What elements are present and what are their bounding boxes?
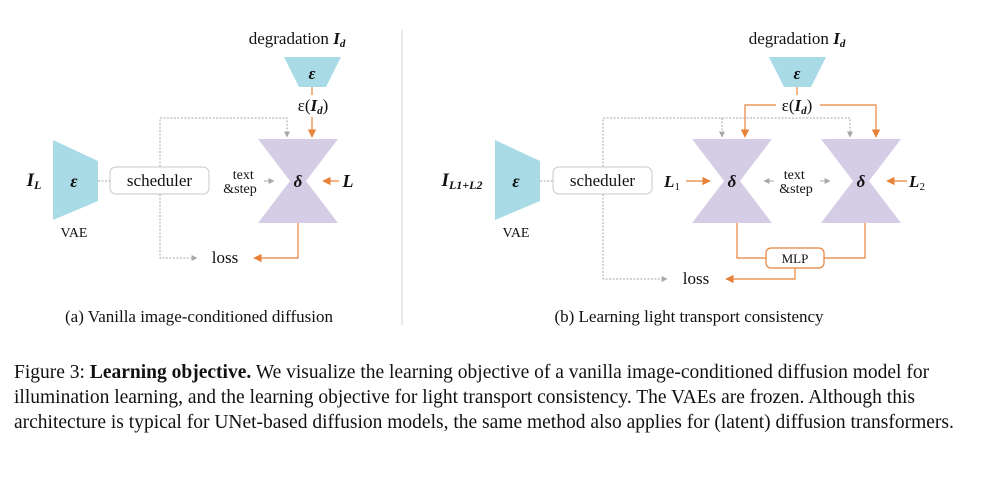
panel-b-caption: (b) Learning light transport consistency — [554, 307, 824, 326]
panel-b-encoded-to-unet2-arrow — [820, 104, 881, 138]
panel-b-unet2-symbol: δ — [857, 172, 866, 191]
panel-a-vae-encoder — [53, 140, 98, 220]
panel-a-scheduler-to-loss-arrow — [159, 194, 198, 261]
panel-a-encoded-degradation: ε(Id) — [298, 96, 329, 117]
panel-b-encoded-to-unet1-arrow — [740, 104, 776, 138]
panel-a-unet-to-loss-arrow — [253, 223, 299, 263]
panel-b-unet2-to-mlp — [824, 223, 866, 259]
panel-a-scheduler-label: scheduler — [127, 171, 192, 190]
panel-b-encoded-degradation: ε(Id) — [782, 96, 813, 117]
figure-caption-body: We visualize the learning objective of a… — [14, 362, 954, 433]
panel-a-loss-label: loss — [212, 248, 238, 267]
panel-b-mlp-to-loss-arrow — [725, 268, 796, 284]
panel-b-l1: L1 — [663, 172, 680, 193]
panel-a-unet — [258, 139, 338, 223]
panel-a-vae-encoder-symbol: ε — [70, 171, 78, 191]
panel-a-text-step: text &step — [223, 168, 257, 197]
panel-b-unet1 — [692, 139, 772, 223]
panel-b-text-step: text &step — [779, 168, 812, 197]
panel-a-caption: (a) Vanilla image-conditioned diffusion — [65, 307, 333, 326]
panel-a: degradation Id ε ε(Id) IL ε VAE schedule… — [26, 29, 354, 326]
panel-b-loss-label: loss — [683, 269, 709, 288]
figure-caption: Figure 3: Learning objective. We visuali… — [14, 360, 992, 435]
panel-b-unet2 — [821, 139, 901, 223]
panel-b-scheduler-to-unets-arrow — [602, 117, 853, 167]
panel-b-degradation-encoder-symbol: ε — [794, 64, 801, 83]
panel-b-vae-label: VAE — [503, 226, 530, 241]
panel-b-scheduler-label: scheduler — [570, 171, 635, 190]
panel-a-input-image: IL — [26, 170, 42, 192]
panel-a-scheduler-to-unet-arrow — [159, 117, 290, 167]
diagram-canvas: degradation Id ε ε(Id) IL ε VAE schedule… — [26, 29, 925, 326]
panel-b-vae-encoder — [495, 140, 540, 220]
panel-a-degradation-label: degradation Id — [249, 29, 346, 50]
panel-b-l2: L2 — [908, 172, 925, 193]
panel-b-unet1-symbol: δ — [728, 172, 737, 191]
panel-b-degradation-label: degradation Id — [749, 29, 846, 50]
panel-b-unet1-to-mlp — [736, 223, 766, 259]
panel-a-vae-label: VAE — [61, 226, 88, 241]
panel-a-unet-symbol: δ — [294, 172, 303, 191]
panel-b: degradation Id ε ε(Id) IL1+L2 ε VAE sche… — [441, 29, 925, 326]
panel-a-degradation-encoder — [284, 57, 341, 87]
panel-a-target: L — [342, 171, 354, 191]
figure-caption-prefix: Figure 3: — [14, 362, 90, 383]
panel-b-input-image: IL1+L2 — [441, 170, 483, 192]
panel-b-scheduler-to-loss-arrow — [602, 194, 668, 282]
panel-b-mlp-label: MLP — [782, 251, 809, 266]
panel-b-degradation-encoder — [769, 57, 826, 87]
figure-caption-title: Learning objective. — [89, 362, 252, 383]
panel-b-vae-encoder-symbol: ε — [512, 171, 520, 191]
panel-a-degradation-encoder-symbol: ε — [309, 64, 316, 83]
